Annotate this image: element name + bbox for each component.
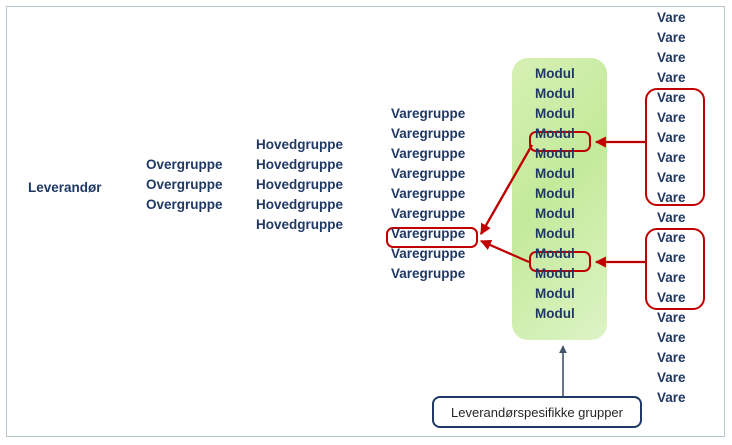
column-leverandor: Leverandør (28, 178, 102, 198)
highlight-box-modul-1[interactable] (529, 131, 591, 152)
item-varegruppe: Varegruppe (391, 186, 466, 201)
callout-label: Leverandørspesifikke grupper (451, 404, 623, 420)
item-vare: Vare (657, 310, 686, 325)
item-modul: Modul (535, 146, 575, 161)
item-vare: Vare (657, 190, 686, 205)
item-overgruppe: Overgruppe (146, 197, 223, 212)
item-modul: Modul (535, 206, 575, 221)
item-hovedgruppe: Hovedgruppe (256, 197, 344, 212)
item-modul: Modul (535, 86, 575, 101)
item-vare: Vare (657, 70, 686, 85)
item-vare: Vare (657, 350, 686, 365)
item-vare: Vare (657, 90, 686, 105)
item-modul: Modul (535, 306, 575, 321)
item-vare: Vare (657, 270, 686, 285)
item-modul: Modul (535, 66, 575, 81)
item-vare: Vare (657, 130, 686, 145)
item-varegruppe: Varegruppe (391, 206, 466, 221)
item-vare: Vare (657, 170, 686, 185)
item-modul: Modul (535, 226, 575, 241)
item-varegruppe: Varegruppe (391, 126, 466, 141)
item-vare: Vare (657, 50, 686, 65)
item-modul: Modul (535, 166, 575, 181)
item-modul: Modul (535, 126, 575, 141)
highlight-box-modul-2[interactable] (529, 251, 591, 272)
item-modul: Modul (535, 186, 575, 201)
item-modul: Modul (535, 266, 575, 281)
item-vare: Vare (657, 230, 686, 245)
highlight-box-vare-group-1[interactable] (645, 88, 705, 206)
item-modul: Modul (535, 106, 575, 121)
item-hovedgruppe: Hovedgruppe (256, 177, 344, 192)
item-overgruppe: Overgruppe (146, 177, 223, 192)
highlight-box-varegruppe[interactable] (386, 227, 478, 248)
item-overgruppe: Overgruppe (146, 157, 223, 172)
callout-leverandorspesifikke-grupper[interactable]: Leverandørspesifikke grupper (432, 396, 642, 428)
item-leverandor: Leverandør (28, 180, 102, 195)
item-modul: Modul (535, 286, 575, 301)
item-hovedgruppe: Hovedgruppe (256, 137, 344, 152)
item-vare: Vare (657, 330, 686, 345)
item-varegruppe: Varegruppe (391, 166, 466, 181)
item-modul: Modul (535, 246, 575, 261)
diagram-frame (6, 6, 725, 437)
item-vare: Vare (657, 10, 686, 25)
item-vare: Vare (657, 110, 686, 125)
highlight-box-vare-group-2[interactable] (645, 228, 705, 310)
item-varegruppe: Varegruppe (391, 106, 466, 121)
item-vare: Vare (657, 210, 686, 225)
item-vare: Vare (657, 150, 686, 165)
item-vare: Vare (657, 290, 686, 305)
item-varegruppe: Varegruppe (391, 146, 466, 161)
item-vare: Vare (657, 390, 686, 405)
item-varegruppe: Varegruppe (391, 246, 466, 261)
item-varegruppe: Varegruppe (391, 266, 466, 281)
item-varegruppe: Varegruppe (391, 226, 466, 241)
item-hovedgruppe: Hovedgruppe (256, 217, 344, 232)
item-vare: Vare (657, 30, 686, 45)
item-vare: Vare (657, 250, 686, 265)
item-vare: Vare (657, 370, 686, 385)
item-hovedgruppe: Hovedgruppe (256, 157, 344, 172)
